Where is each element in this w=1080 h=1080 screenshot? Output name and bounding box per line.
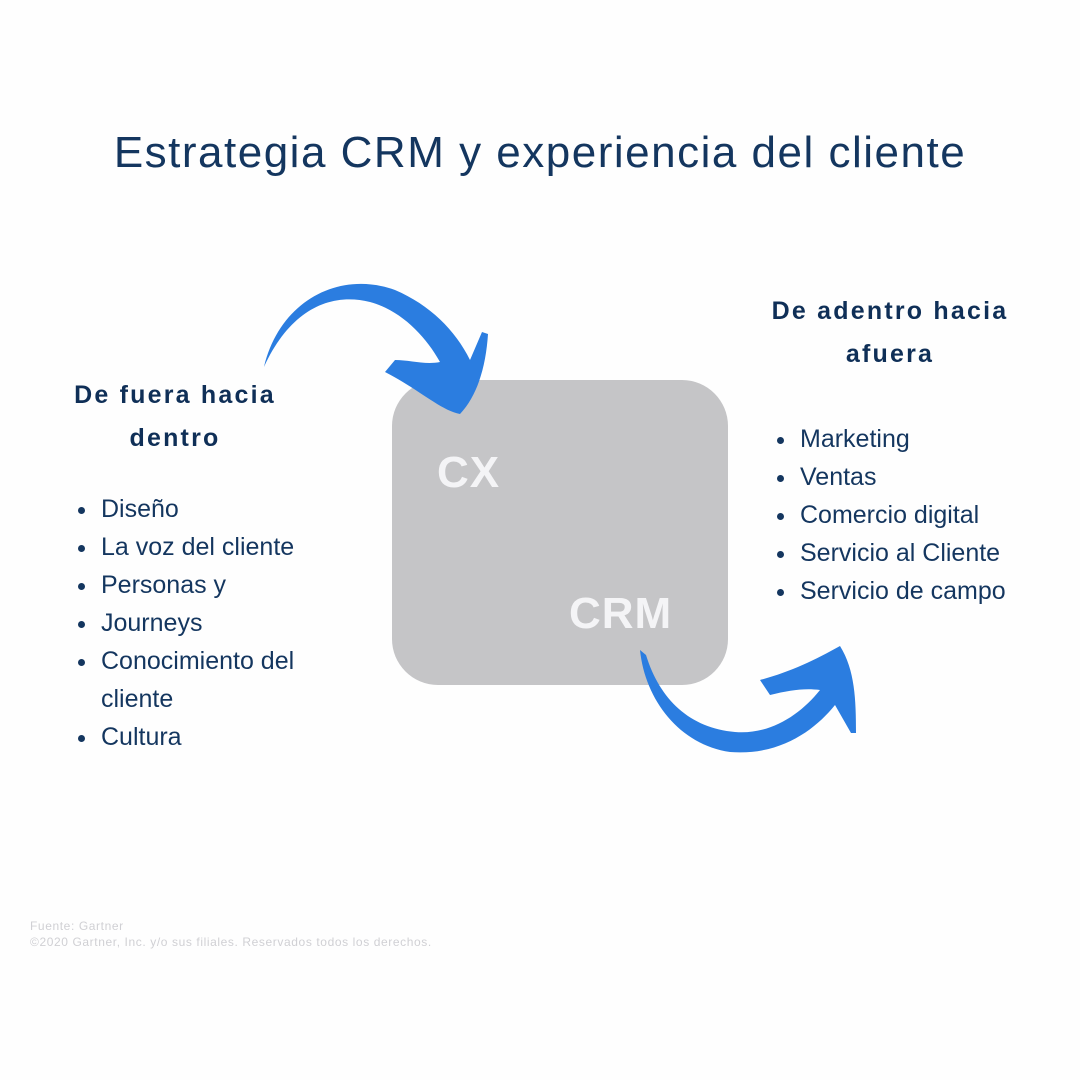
list-item: Journeys — [75, 604, 294, 642]
left-list: Diseño La voz del cliente Personas y Jou… — [75, 490, 294, 756]
left-heading-line: De fuera hacia — [74, 381, 276, 409]
right-heading: De adentro hacia afuera — [740, 290, 1040, 376]
right-list: Marketing Ventas Comercio digital Servic… — [774, 420, 1006, 610]
curved-arrow-in-icon — [264, 283, 488, 414]
list-item: Diseño — [75, 490, 294, 528]
list-item: Servicio al Cliente — [774, 534, 1006, 572]
list-item: Ventas — [774, 458, 1006, 496]
list-item: Conocimiento del — [75, 642, 294, 680]
list-item: cliente — [101, 685, 174, 713]
cx-label: CX — [437, 448, 501, 497]
list-item: Cultura — [75, 718, 294, 756]
left-heading-line: dentro — [129, 424, 221, 452]
right-heading-line: afuera — [845, 340, 935, 368]
curved-arrow-out-icon — [640, 646, 856, 753]
list-item: Servicio de campo — [774, 572, 1006, 610]
list-item: Marketing — [774, 420, 1006, 458]
footer: Fuente: Gartner ©2020 Gartner, Inc. y/o … — [30, 918, 432, 950]
page-title: Estrategia CRM y experiencia del cliente — [113, 128, 967, 177]
left-heading: De fuera hacia dentro — [40, 374, 310, 460]
cx-crm-box — [392, 380, 728, 685]
list-item: Comercio digital — [774, 496, 1006, 534]
copyright-text: ©2020 Gartner, Inc. y/o sus filiales. Re… — [30, 935, 432, 949]
list-item: Personas y — [75, 566, 294, 604]
list-item: La voz del cliente — [75, 528, 294, 566]
right-heading-line: De adentro hacia — [771, 297, 1009, 325]
crm-label: CRM — [569, 589, 673, 638]
source-text: Fuente: Gartner — [30, 919, 124, 933]
